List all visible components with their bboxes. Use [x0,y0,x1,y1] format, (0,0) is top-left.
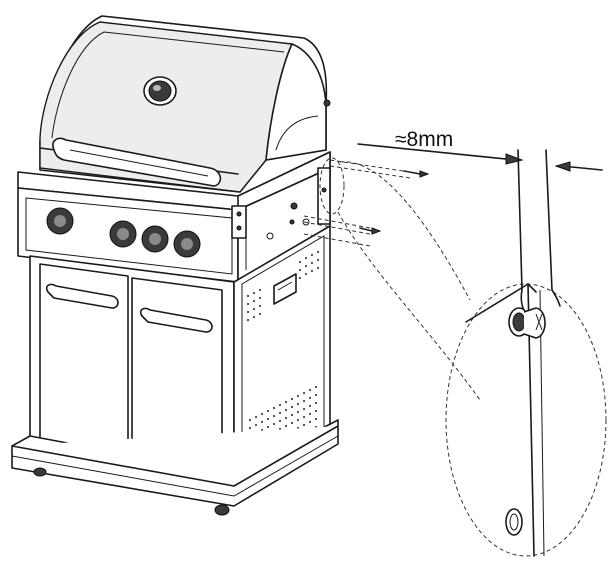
cart-cabinet [29,255,235,489]
screw-icon [359,227,382,235]
side-bracket [231,167,331,240]
bolt-icon [508,307,546,339]
grill-illustration [11,15,339,516]
burner-knob-icon [46,207,74,235]
dimension-label: ≈8mm [395,128,453,151]
grill-lid [39,15,331,193]
burner-knob-icon [173,230,201,258]
mounting-hole-icon [505,508,523,536]
cart-base [11,419,339,516]
burner-knob-icon [141,225,169,253]
assembly-guide-lines [303,157,481,401]
thermometer-gauge-icon [143,76,177,106]
dimension-annotation: ≈8mm [357,128,603,172]
burner-knob-icon [109,220,137,248]
detail-magnified-view [445,149,607,557]
